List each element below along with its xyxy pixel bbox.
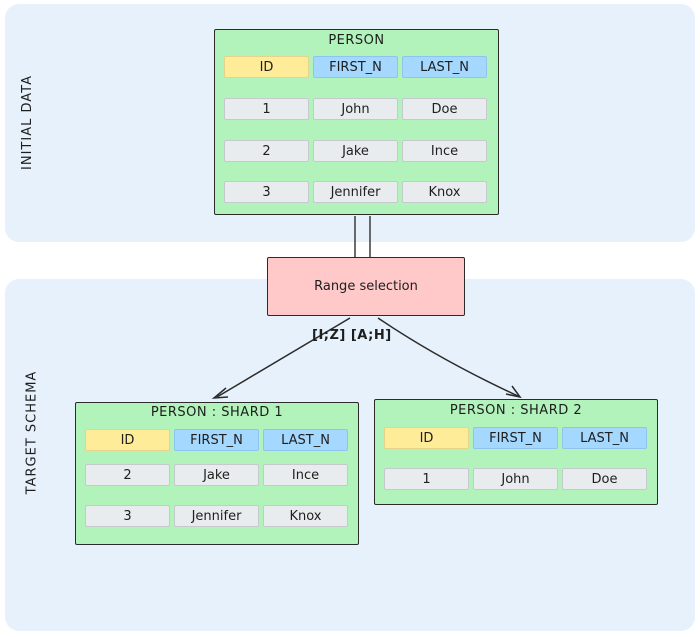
range-selection-label: Range selection [314, 279, 418, 294]
table-cell: 1 [224, 98, 309, 120]
table-cell: 3 [224, 181, 309, 203]
header-last-name: LAST_N [263, 429, 348, 451]
header-last-name: LAST_N [562, 427, 647, 449]
table-cell: Jake [174, 464, 259, 486]
shard2-table: PERSON : SHARD 2 ID FIRST_N LAST_N 1 Joh… [374, 399, 658, 505]
range-selection-box: Range selection [267, 257, 465, 316]
table-cell: Jennifer [313, 181, 398, 203]
header-first-name: FIRST_N [313, 56, 398, 78]
person-table: PERSON ID FIRST_N LAST_N 1 John Doe 2 Ja… [214, 29, 499, 215]
table-cell: Ince [402, 140, 487, 162]
table-cell: John [313, 98, 398, 120]
table-cell: Ince [263, 464, 348, 486]
arrow-head-shard1 [211, 387, 229, 399]
shard1-table: PERSON : SHARD 1 ID FIRST_N LAST_N 2 Jak… [75, 402, 359, 545]
table-cell: John [473, 468, 558, 490]
header-last-name: LAST_N [402, 56, 487, 78]
person-table-title: PERSON [328, 33, 385, 48]
shard1-title: PERSON : SHARD 1 [150, 405, 284, 420]
range-labels: [I;Z] [A;H] [312, 328, 392, 343]
arrow-head-shard2 [505, 385, 522, 399]
table-cell: Jennifer [174, 505, 259, 527]
table-cell: Knox [263, 505, 348, 527]
header-first-name: FIRST_N [473, 427, 558, 449]
table-cell: 3 [85, 505, 170, 527]
arrow-to-shard1 [216, 317, 351, 398]
header-id: ID [224, 56, 309, 78]
header-first-name: FIRST_N [174, 429, 259, 451]
table-cell: Doe [402, 98, 487, 120]
header-id: ID [384, 427, 469, 449]
table-cell: Jake [313, 140, 398, 162]
table-cell: 2 [224, 140, 309, 162]
table-cell: Doe [562, 468, 647, 490]
header-id: ID [85, 429, 170, 451]
shard2-title: PERSON : SHARD 2 [449, 403, 583, 418]
table-cell: Knox [402, 181, 487, 203]
table-cell: 2 [85, 464, 170, 486]
arrow-to-shard2 [377, 317, 519, 397]
table-cell: 1 [384, 468, 469, 490]
